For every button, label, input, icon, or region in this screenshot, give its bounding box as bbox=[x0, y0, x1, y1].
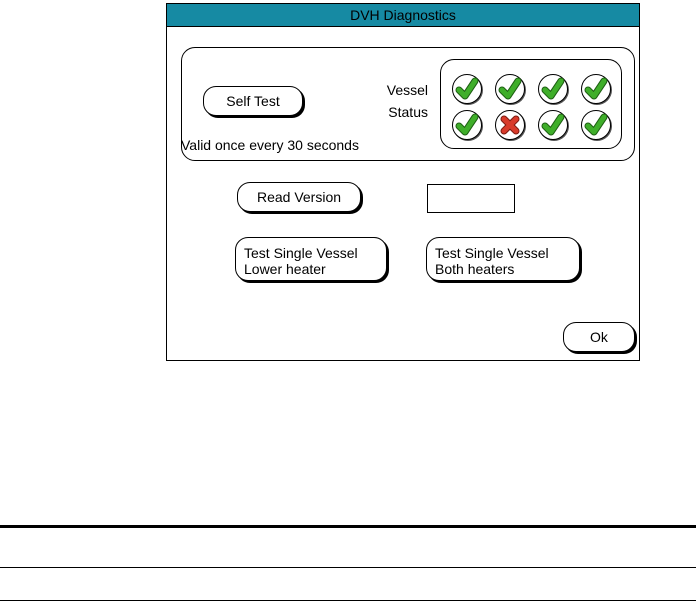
test-single-vessel-lower-heater-button[interactable]: Test Single Vessel Lower heater bbox=[235, 237, 387, 281]
read-version-button[interactable]: Read Version bbox=[237, 182, 361, 212]
vessel-status-label-line1: Vessel bbox=[386, 82, 428, 98]
vessel-4-status bbox=[581, 74, 611, 104]
check-icon bbox=[584, 113, 608, 136]
vessel-5-status bbox=[452, 110, 482, 140]
dvh-diagnostics-dialog: DVH Diagnostics Self Test Vessel Status … bbox=[166, 3, 640, 361]
check-icon bbox=[541, 113, 565, 136]
vessel-8-status bbox=[581, 110, 611, 140]
check-icon bbox=[584, 77, 608, 100]
check-icon bbox=[455, 113, 479, 136]
test-both-line2: Both heaters bbox=[435, 261, 515, 277]
check-icon bbox=[541, 77, 565, 100]
page-rule-middle bbox=[0, 567, 696, 568]
check-icon bbox=[455, 77, 479, 100]
ok-button[interactable]: Ok bbox=[563, 322, 635, 352]
vessel-1-status bbox=[452, 74, 482, 104]
check-icon bbox=[498, 77, 522, 100]
vessel-2-status bbox=[495, 74, 525, 104]
dialog-title: DVH Diagnostics bbox=[167, 4, 639, 27]
self-test-group: Self Test Vessel Status Valid once every… bbox=[181, 47, 635, 161]
vessel-status-panel bbox=[440, 59, 622, 149]
test-single-vessel-both-heaters-button[interactable]: Test Single Vessel Both heaters bbox=[426, 237, 580, 281]
valid-note: Valid once every 30 seconds bbox=[181, 137, 359, 153]
test-both-line1: Test Single Vessel bbox=[435, 245, 549, 261]
vessel-7-status bbox=[538, 110, 568, 140]
x-icon bbox=[500, 115, 520, 135]
vessel-6-status bbox=[495, 110, 525, 140]
version-display bbox=[427, 184, 515, 213]
vessel-status-label-line2: Status bbox=[388, 104, 428, 120]
test-lower-line1: Test Single Vessel bbox=[244, 245, 358, 261]
page-rule-top bbox=[0, 525, 696, 528]
self-test-button[interactable]: Self Test bbox=[203, 86, 303, 116]
vessel-3-status bbox=[538, 74, 568, 104]
test-lower-line2: Lower heater bbox=[244, 261, 326, 277]
